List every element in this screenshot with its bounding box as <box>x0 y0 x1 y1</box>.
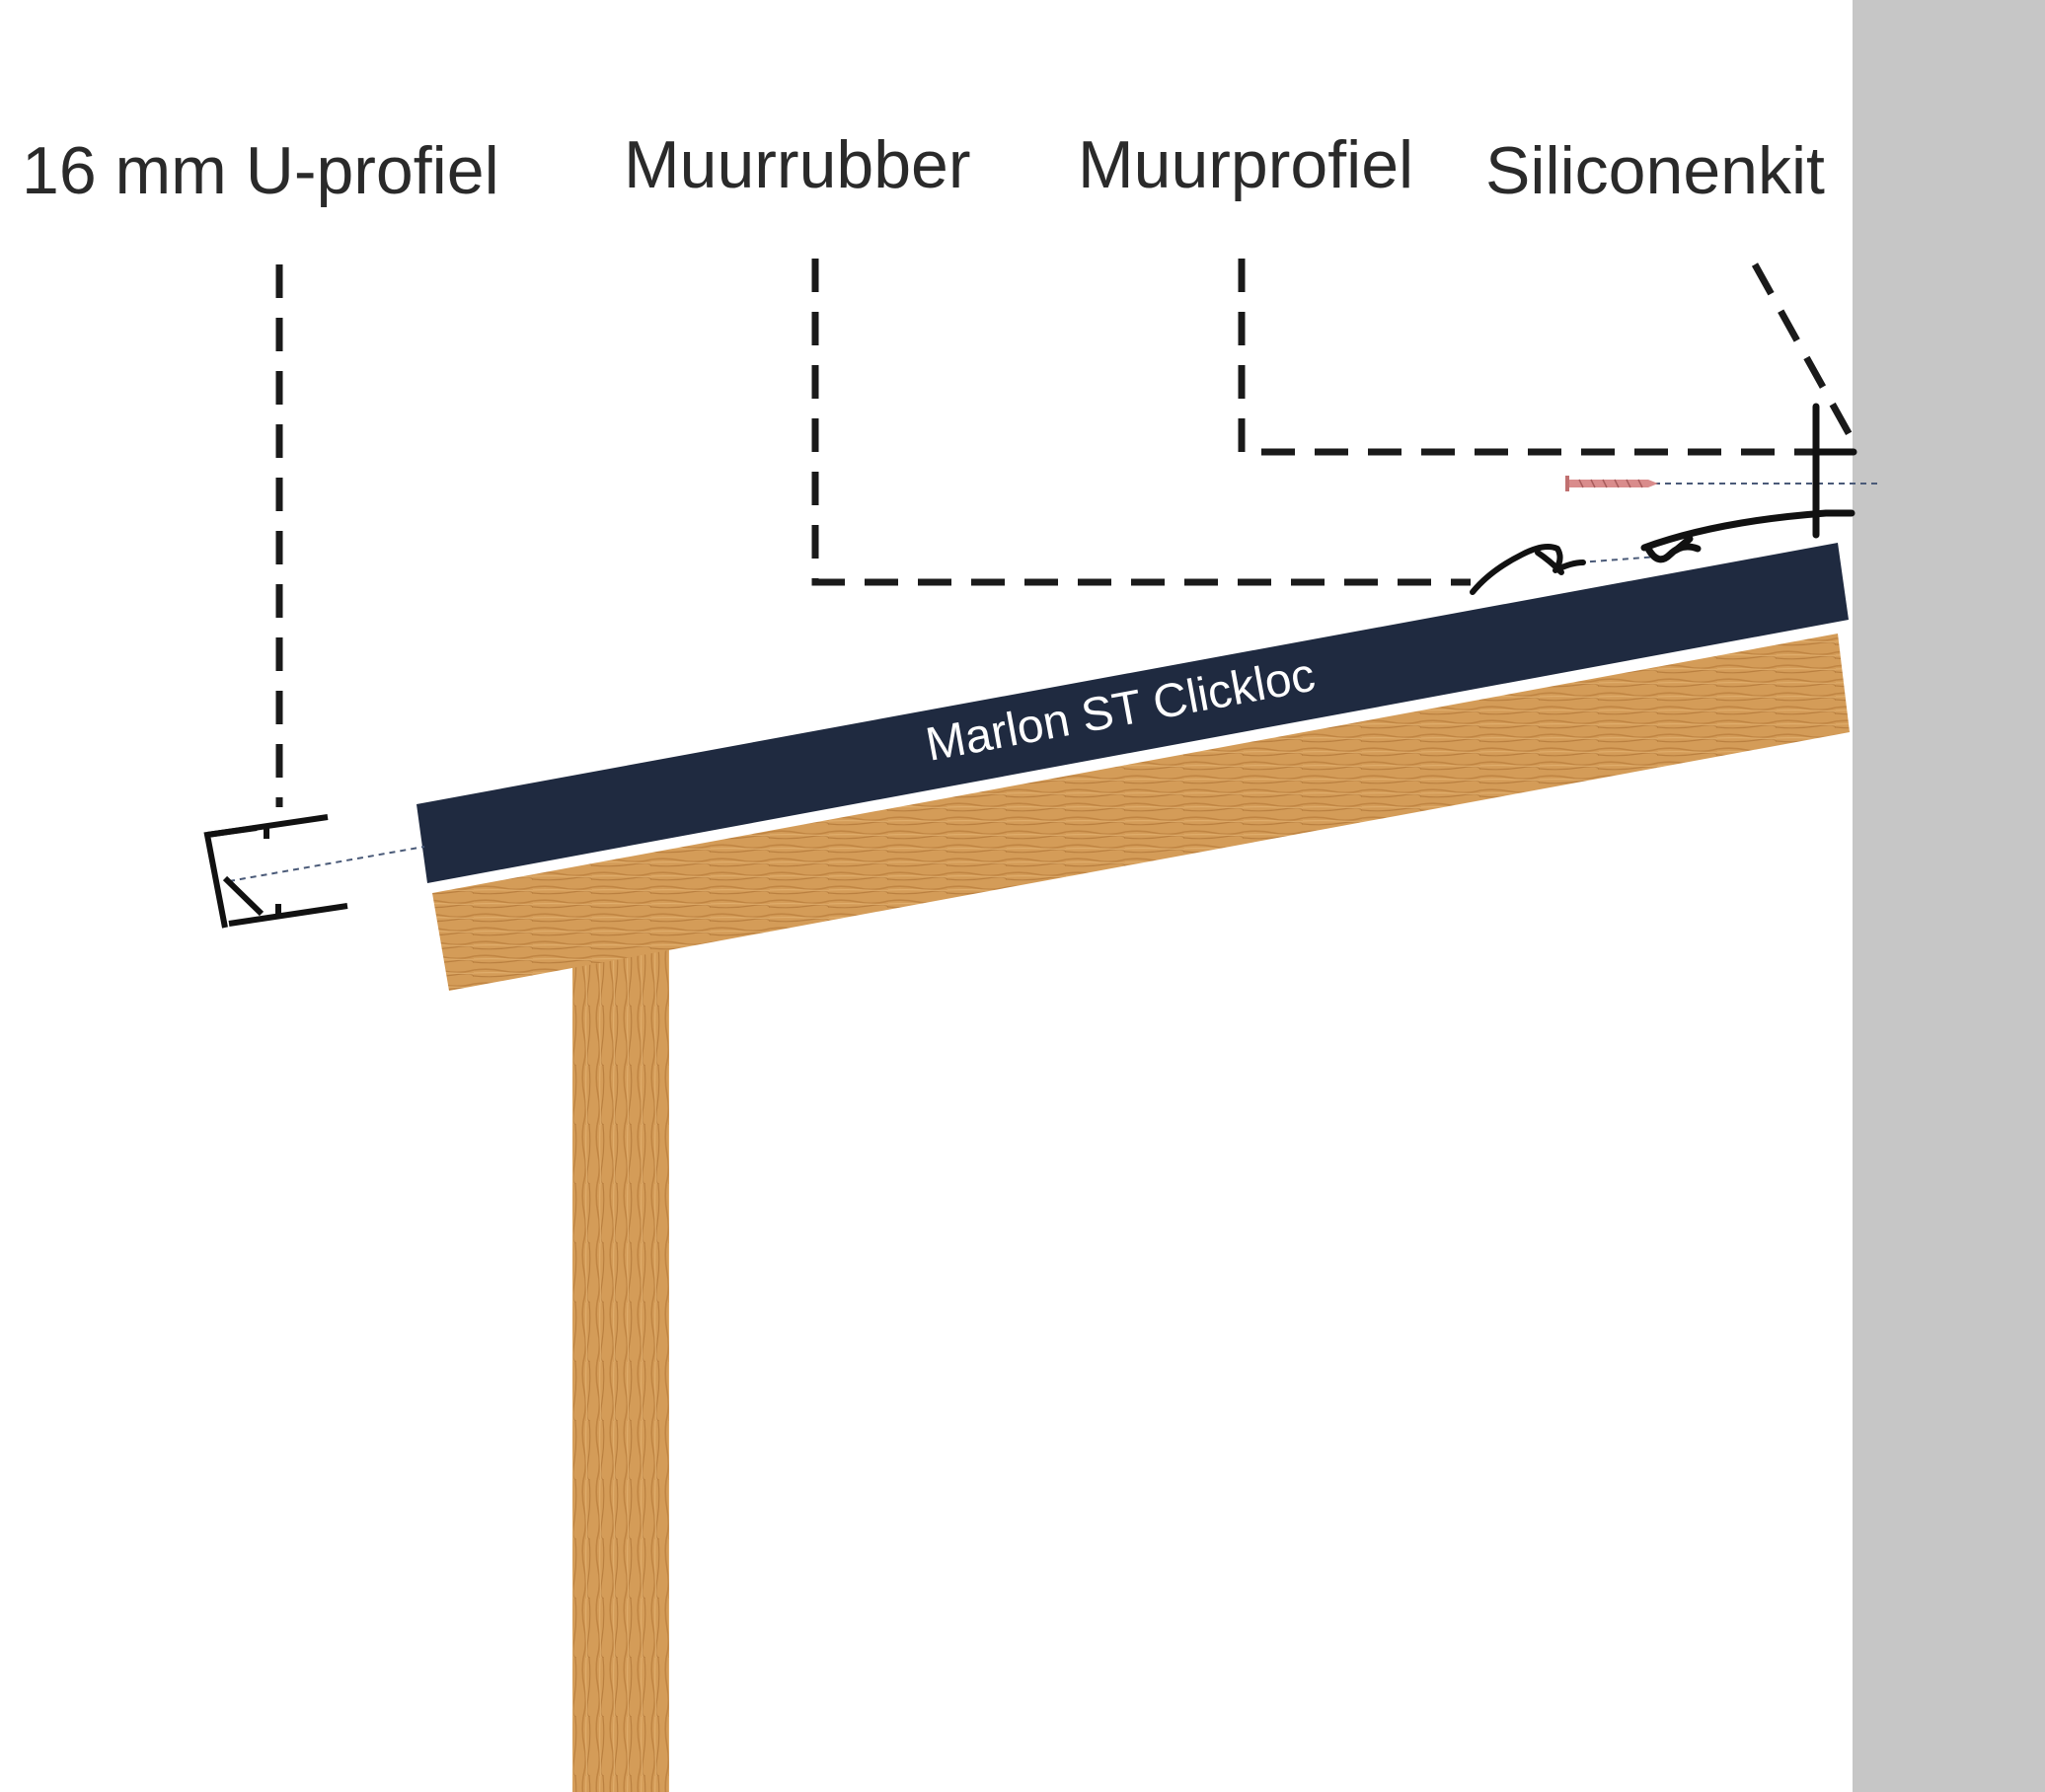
rubber-alignment-line <box>1578 556 1659 563</box>
leader-silicone <box>1751 262 1857 444</box>
wall <box>1853 0 2045 1792</box>
leader-wall-rubber <box>811 259 1471 586</box>
wooden-post <box>572 947 669 1792</box>
wall-rubber-icon <box>1470 544 1586 595</box>
u-profile-icon <box>203 814 348 929</box>
polycarbonate-panel <box>417 543 1849 883</box>
label-u-profile: 16 mm U-profiel <box>22 133 499 208</box>
label-wall-profile: Muurprofiel <box>1078 127 1413 202</box>
wall-profile-icon <box>1640 403 1857 563</box>
wooden-rafter <box>432 634 1850 991</box>
label-silicone: Siliconenkit <box>1485 133 1825 208</box>
u-profile-alignment-line <box>228 846 425 882</box>
screw-icon <box>1565 476 1658 491</box>
label-wall-rubber: Muurrubber <box>624 127 971 202</box>
leader-wall-profile <box>1238 259 1816 456</box>
